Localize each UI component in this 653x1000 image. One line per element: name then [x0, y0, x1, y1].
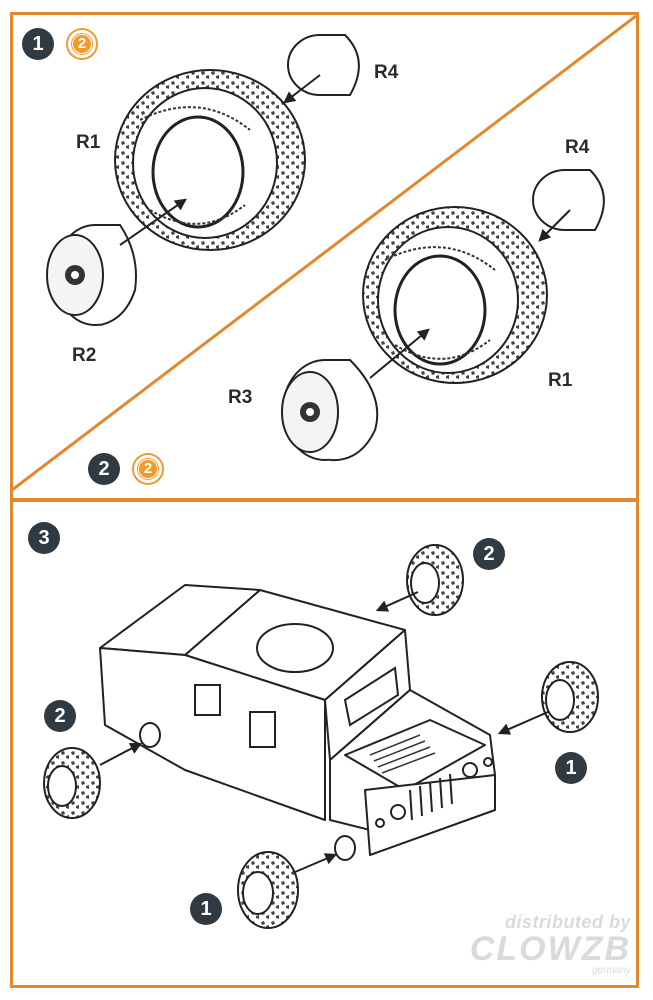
- step2-wheel-r3: [281, 359, 379, 462]
- label-r1-step2: R1: [548, 370, 573, 391]
- label-r4-step2: R4: [565, 137, 590, 158]
- label-r3: R3: [228, 387, 253, 408]
- wheel-front-right: [541, 661, 599, 733]
- step-3-panel: [10, 498, 639, 988]
- front-grille: [375, 757, 493, 828]
- arrow-r4-to-r1-step2: [538, 209, 571, 242]
- callout-front-right: 1: [555, 752, 587, 784]
- callout-front-left: 1: [190, 893, 222, 925]
- label-r4-step1: R4: [374, 62, 399, 83]
- rear-left-hub: [139, 722, 161, 748]
- step2-cap-r4: [532, 169, 605, 231]
- roof-hatch: [256, 623, 334, 673]
- arrow-front-right: [497, 711, 549, 735]
- step-3-badge: 3: [28, 522, 60, 554]
- callout-rear-left: 2: [44, 700, 76, 732]
- panel-divider-line: [11, 14, 637, 492]
- hood-vents: [369, 734, 436, 774]
- wheel-rear-right: [406, 544, 464, 616]
- wheel-front-left: [237, 851, 299, 929]
- callout-rear-right: 2: [473, 538, 505, 570]
- arrow-r4-to-r1: [283, 74, 321, 104]
- side-windows: [194, 666, 400, 748]
- step-1-badge: 1: [22, 28, 54, 60]
- step-1-reference-number: 2: [72, 34, 92, 54]
- step2-tire-r1: [362, 206, 548, 384]
- distributor-watermark: distributed by CLOWZB germany: [470, 912, 631, 976]
- arrow-r3-to-r1: [369, 328, 430, 379]
- watermark-logo: CLOWZB: [469, 930, 631, 968]
- arrow-front-left: [294, 853, 338, 873]
- arrow-r2-to-r1: [119, 198, 187, 246]
- step-2-reference-number: 2: [138, 459, 158, 479]
- watermark-line1: distributed by: [504, 912, 631, 932]
- front-left-hub: [334, 835, 356, 861]
- step-1-reference-badge: 2: [68, 30, 96, 58]
- step1-wheel-r2: [46, 224, 137, 326]
- step-2-reference-badge: 2: [134, 455, 162, 483]
- arrow-rear-left: [99, 742, 143, 766]
- arrow-rear-right: [375, 591, 419, 612]
- label-r1-step1: R1: [76, 132, 101, 153]
- step-2-badge: 2: [88, 453, 120, 485]
- watermark-line3: germany: [592, 965, 631, 976]
- label-r2: R2: [72, 345, 97, 366]
- wheel-rear-left: [43, 747, 101, 819]
- step1-cap-r4: [287, 34, 360, 96]
- step1-tire-r1: [114, 69, 306, 251]
